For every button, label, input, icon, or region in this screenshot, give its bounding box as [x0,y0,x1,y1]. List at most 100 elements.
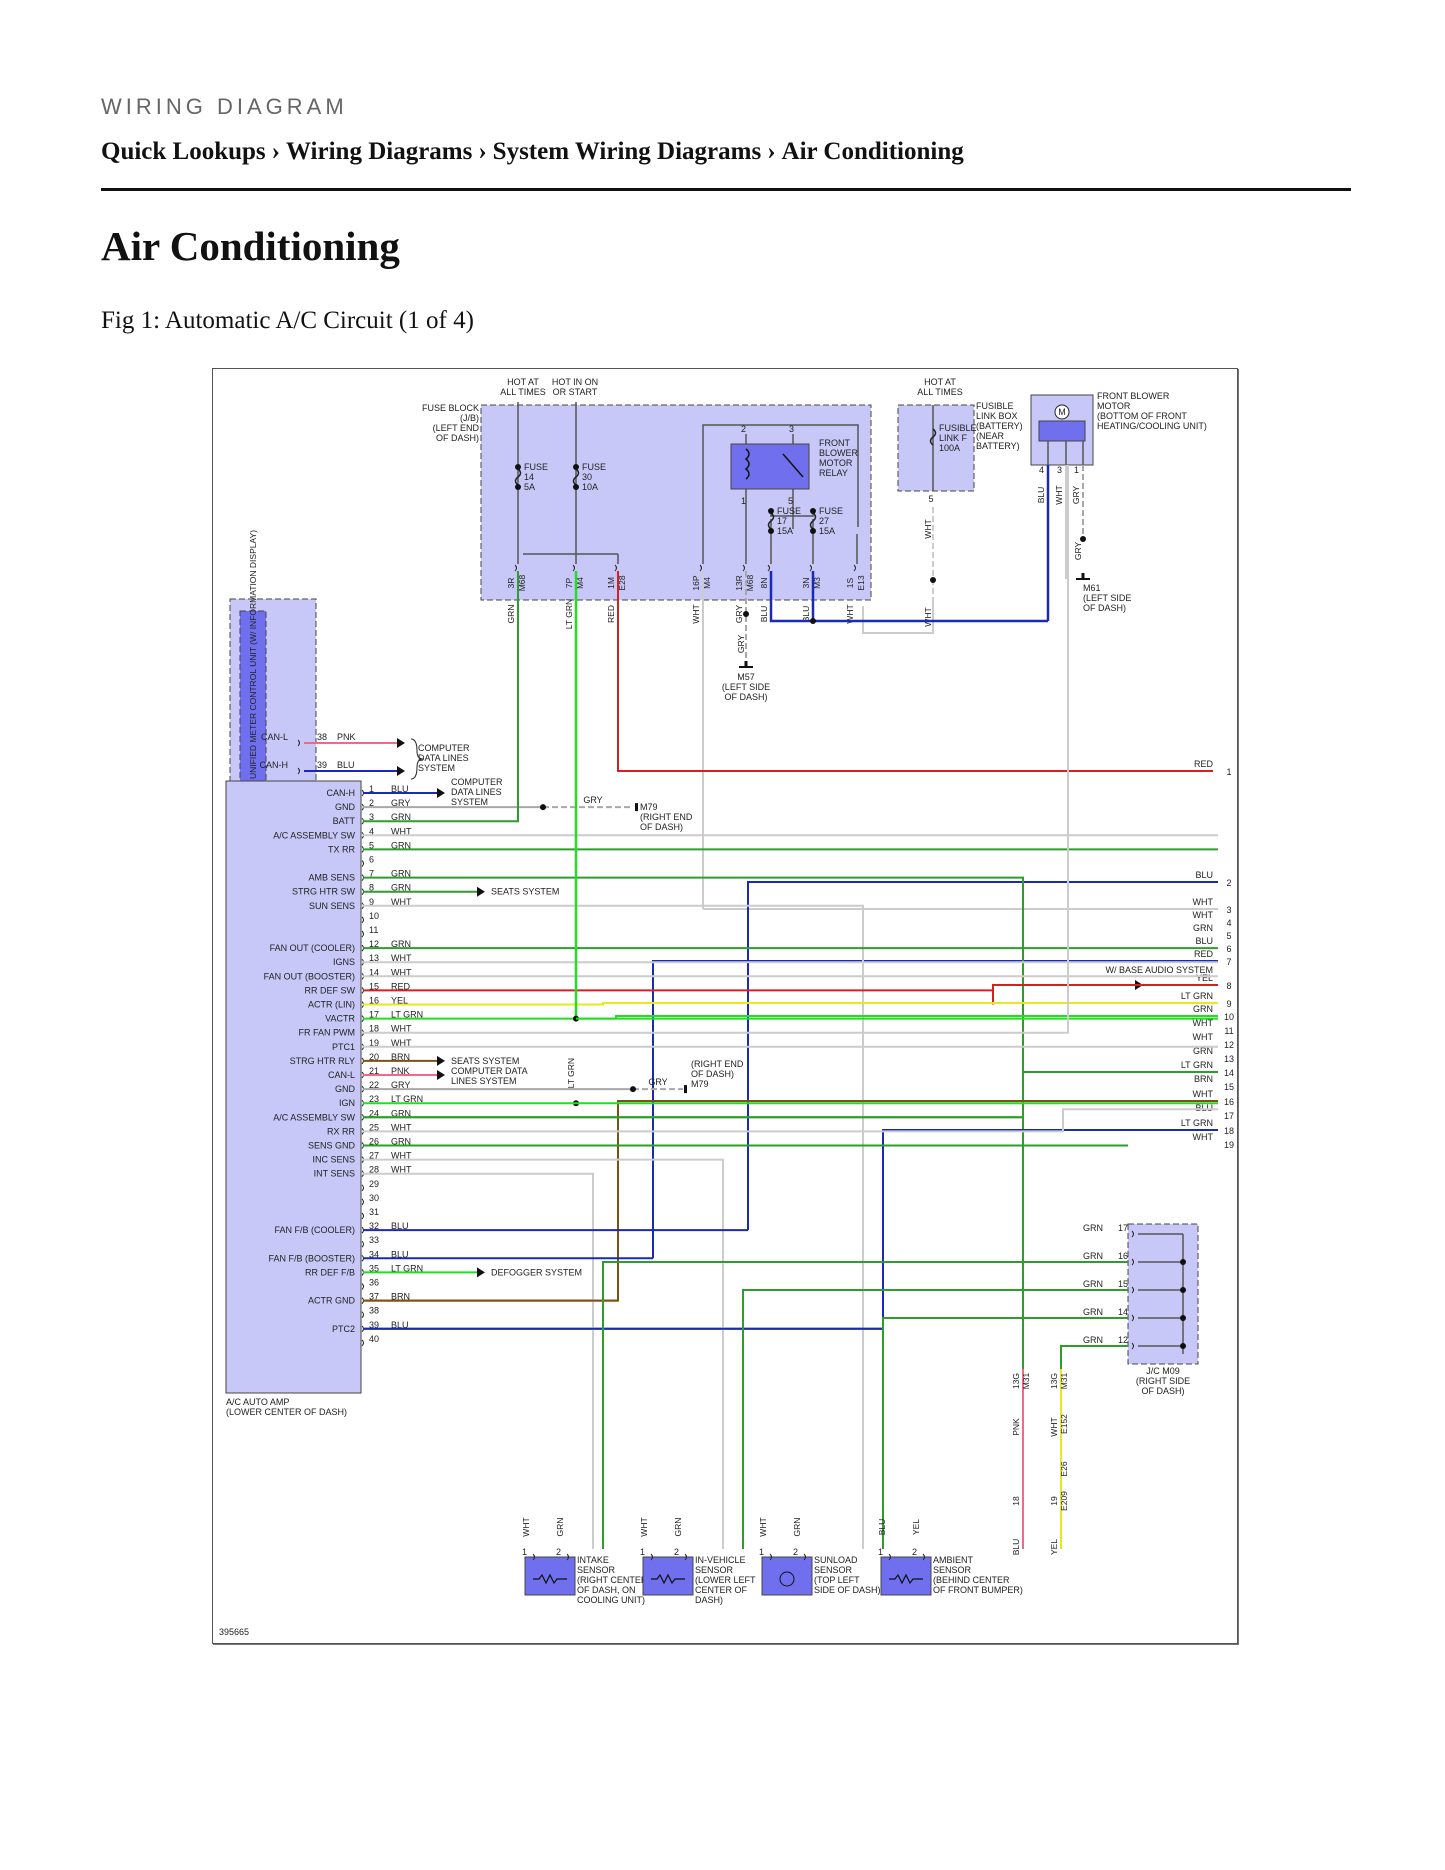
thermistor-icon [533,1573,567,1585]
amp-pin-name: GND [335,1084,356,1094]
breadcrumb-item-quick-lookups[interactable]: Quick Lookups [101,138,266,165]
ground-symbol [635,803,638,812]
wire-color-label: LT GRN [1181,1060,1213,1070]
amb-sens-wire [363,876,1024,1369]
reference-number: 15 [1224,1082,1234,1092]
fuse-block-label: (LEFT END [433,423,480,433]
fuse-block-wire [702,424,859,564]
amp-pin-number: 15 [369,981,379,991]
splice-dot [1180,1259,1186,1265]
amp-pin-number: 38 [369,1306,379,1316]
amp-pin-name: CAN-H [327,788,356,798]
wire-color-label: BLU [759,606,769,623]
breadcrumb-separator: › [767,138,776,165]
fuse-label: 15A [819,526,835,536]
fusible-link-pin: 5 [928,494,933,504]
lower-seats-data-label: SEATS SYSTEM [451,1056,519,1066]
blu-wire [747,881,1218,1231]
m57-label: OF DASH) [724,692,767,702]
connector-pin-label: 13G [1049,1373,1059,1389]
connector-id-label: M31 [1021,1372,1031,1389]
fuse-label: 27 [819,516,829,526]
connector-id-label: M4 [702,577,712,589]
wire-color-label: WHT [1193,1018,1214,1028]
arrow-head [397,766,405,776]
connector-mark [361,1212,364,1220]
splice-dot [630,1086,636,1093]
amp-pin-number: 26 [369,1137,379,1147]
reference-number: 13 [1224,1054,1234,1064]
sensor-intake-label: INTAKE [577,1555,609,1565]
connector-pin-label: 3R [506,578,516,589]
int-sens-wire [363,1172,594,1549]
grn-wire [882,1317,1128,1549]
connector-mark [361,1240,364,1248]
m57-ground [744,661,748,667]
reference-number: 2 [1226,878,1231,888]
breadcrumb-item-wiring-diagrams[interactable]: Wiring Diagrams [286,138,473,165]
amp-pin-name: BATT [333,816,356,826]
connector-id-label: E26 [1059,1461,1069,1476]
reference-number: 3 [1226,905,1231,915]
amp-pin-number: 18 [369,1024,379,1034]
fusible-link-label: 100A [939,443,960,453]
audio-system-label: W/ BASE AUDIO SYSTEM [1105,965,1213,975]
connector-id-label: E209 [1059,1491,1069,1511]
connector-mark [572,564,575,572]
amp-pin-number: 12 [369,939,379,949]
connector-id-label: E152 [1059,1414,1069,1434]
breadcrumb-item-air-conditioning[interactable]: Air Conditioning [781,138,964,165]
fuse-terminal [515,464,521,470]
splice-dot [930,577,936,583]
wire-color-label: RED [391,981,411,991]
meter-unit-label: UNIFIED METER CONTROL UNIT (W/ INFORMATI… [248,530,258,779]
seats-system-label: SEATS SYSTEM [491,887,559,897]
amp-pin-name: GND [335,802,356,812]
amp-pin-name: A/C ASSEMBLY SW [273,830,355,840]
wire-color-label: YEL [911,1519,921,1535]
wire-color-label: GRY [1073,542,1083,561]
wire-color-label: WHT [1193,1089,1214,1099]
connector-pin-label: 1M [606,577,616,589]
fusible-link-box-label: FUSIBLE [976,401,1014,411]
hot-in-on-start-note: HOT IN ON [552,377,598,387]
amp-pin-number: 30 [369,1193,379,1203]
wire-color-label: GRN [1193,1046,1213,1056]
blower-motor-label: HEATING/COOLING UNIT) [1097,421,1207,431]
grn-wire [742,1289,1128,1549]
connector-mark [1131,1258,1134,1266]
wire-color-label: WHT [391,1151,412,1161]
m79-label: M79 [640,802,658,812]
connector-pin-label: 1S [845,577,855,588]
fuse-block-label: (J/B) [460,413,479,423]
m57-label: (LEFT SIDE [722,682,770,692]
wire-color-label: GRN [391,869,411,879]
jc-label: OF DASH) [1141,1386,1184,1396]
splice-dot [1180,1315,1186,1321]
connector-id-label: M31 [1059,1372,1069,1389]
connector-id-label: E28 [617,575,627,590]
computer-data-lines-label: SYSTEM [451,797,488,807]
wire-color-label: GRN [391,1108,411,1118]
fusible-link-icon [929,428,937,446]
wire-color-label: WHT [1193,1032,1214,1042]
connector-mark [361,916,364,924]
yel-wire [363,1002,1218,1006]
reference-number: 11 [1224,1026,1233,1036]
red-wire [617,571,1213,772]
sensor-sunload-label: (TOP LEFT [814,1575,860,1585]
wire-color-label: GRY [1071,486,1081,505]
connector-mark [1131,1342,1134,1350]
fusible-link-box-label: (NEAR [976,431,1005,441]
relay-label: MOTOR [819,458,853,468]
sensor-pin-number: 2 [912,1547,917,1557]
splice-dot [540,804,546,811]
wire-color-label: BLU [801,606,811,623]
jc-pin-number: 15 [1118,1279,1128,1289]
amp-pin-number: 10 [369,911,379,921]
m79-label: M79 [691,1079,709,1089]
relay-pin-label: 3 [789,424,794,434]
connector-mark [853,564,856,572]
breadcrumb-item-system-wiring[interactable]: System Wiring Diagrams [492,138,762,165]
breadcrumb: Quick Lookups›Wiring Diagrams›System Wir… [101,138,964,166]
